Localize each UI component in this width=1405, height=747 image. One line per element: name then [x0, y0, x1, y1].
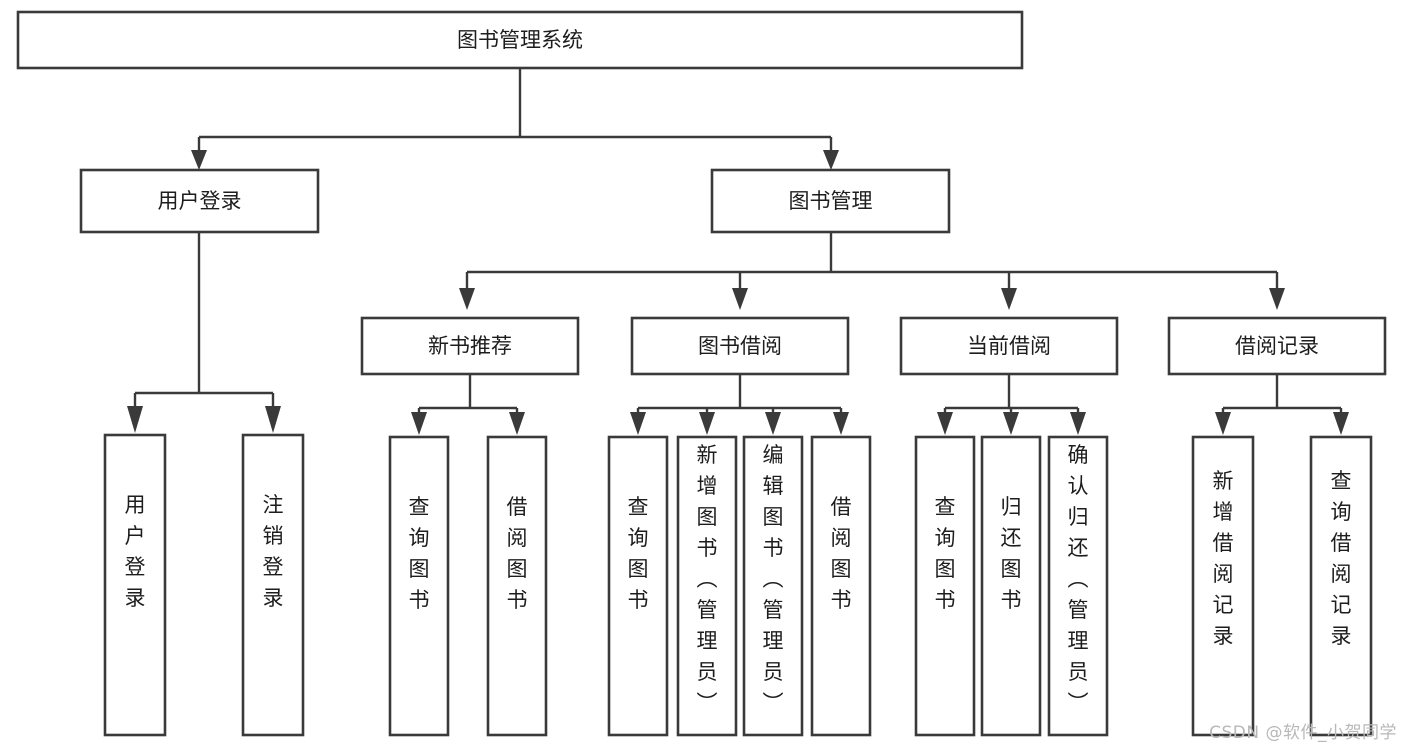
arrow-leaf-query-record: [1333, 412, 1349, 435]
arrow-to-book-borrow: [732, 288, 748, 310]
node-new-book-recommend[interactable]: 新书推荐: [360, 316, 580, 376]
leaf-query-borrow-record-label: 查询借阅记录: [1331, 469, 1352, 648]
arrow-to-user-login: [191, 150, 207, 170]
leaf-confirm-return-admin[interactable]: 确认归还︵管理员︶: [1047, 435, 1109, 737]
leaf-query-book-recommend-label: 查询图书: [409, 495, 430, 612]
node-borrow-record-box[interactable]: [1167, 316, 1387, 376]
leaf-user-login[interactable]: 用户登录: [103, 433, 167, 737]
arrow-leaf-borrow-book-2: [833, 412, 849, 435]
arrow-leaf-user-login: [127, 406, 143, 433]
leaf-borrow-book-borrow[interactable]: 借阅图书: [810, 435, 872, 737]
leaf-borrow-book-recommend-label: 借阅图书: [507, 495, 528, 612]
leaf-query-book-current-label: 查询图书: [935, 495, 956, 612]
node-book-borrow[interactable]: 图书借阅: [630, 316, 850, 376]
connector-group: [127, 68, 1349, 435]
node-new-book-recommend-box[interactable]: [360, 316, 580, 376]
leaf-add-book-admin-label: 新增图书︵管理员︶: [697, 443, 718, 715]
leaf-edit-book-admin[interactable]: 编辑图书︵管理员︶: [742, 435, 804, 737]
arrow-leaf-return-book: [1003, 412, 1019, 435]
node-root-system[interactable]: 图书管理系统: [16, 10, 1024, 70]
leaf-query-book-recommend[interactable]: 查询图书: [388, 435, 450, 737]
arrow-leaf-query-book-1: [411, 412, 427, 435]
node-current-borrow-label: 当前借阅: [967, 334, 1051, 358]
leaf-confirm-return-admin-box[interactable]: [1047, 435, 1109, 737]
leaf-add-borrow-record-label: 新增借阅记录: [1213, 469, 1234, 648]
node-book-manage-label: 图书管理: [789, 189, 873, 213]
leaf-query-book-current-box[interactable]: [914, 435, 976, 737]
arrow-leaf-query-book-2: [630, 412, 646, 435]
arrow-to-new-book: [459, 288, 475, 310]
arrow-leaf-borrow-book-1: [509, 412, 525, 435]
leaf-logout-label: 注销登录: [263, 493, 284, 610]
leaf-borrow-book-recommend[interactable]: 借阅图书: [486, 435, 548, 737]
leaf-add-book-admin-box[interactable]: [676, 435, 738, 737]
arrow-leaf-add-record: [1215, 412, 1231, 435]
leaf-return-book[interactable]: 归还图书: [980, 435, 1042, 737]
node-new-book-recommend-label: 新书推荐: [428, 334, 512, 358]
leaf-add-borrow-record-box[interactable]: [1191, 435, 1255, 737]
leaf-query-book-borrow[interactable]: 查询图书: [607, 435, 669, 737]
leaf-user-login-box[interactable]: [103, 433, 167, 737]
leaf-logout-box[interactable]: [241, 433, 305, 737]
node-book-manage[interactable]: 图书管理: [710, 168, 951, 234]
arrow-leaf-edit-book: [765, 412, 781, 435]
leaf-add-book-admin[interactable]: 新增图书︵管理员︶: [676, 435, 738, 737]
leaf-edit-book-admin-box[interactable]: [742, 435, 804, 737]
node-user-login-label: 用户登录: [158, 189, 242, 213]
leaf-add-borrow-record[interactable]: 新增借阅记录: [1191, 435, 1255, 737]
node-book-borrow-label: 图书借阅: [698, 334, 782, 358]
node-book-borrow-box[interactable]: [630, 316, 850, 376]
arrow-to-current-borrow: [1001, 288, 1017, 310]
node-user-login[interactable]: 用户登录: [79, 168, 320, 234]
leaf-edit-book-admin-label: 编辑图书︵管理员︶: [763, 443, 784, 715]
arrow-leaf-logout: [265, 406, 281, 433]
node-root-system-box[interactable]: [16, 10, 1024, 70]
arrow-leaf-add-book: [699, 412, 715, 435]
arrow-leaf-confirm-return: [1070, 412, 1086, 435]
leaf-logout[interactable]: 注销登录: [241, 433, 305, 737]
arrow-to-book-manage: [823, 150, 839, 170]
arrow-to-borrow-record: [1269, 288, 1285, 310]
node-book-manage-box[interactable]: [710, 168, 951, 234]
node-root-system-label: 图书管理系统: [457, 28, 583, 52]
leaf-query-borrow-record-box[interactable]: [1309, 435, 1373, 737]
leaf-confirm-return-admin-label: 确认归还︵管理员︶: [1068, 443, 1089, 715]
leaf-borrow-book-recommend-box[interactable]: [486, 435, 548, 737]
leaf-query-book-borrow-box[interactable]: [607, 435, 669, 737]
leaf-query-book-current[interactable]: 查询图书: [914, 435, 976, 737]
leaf-return-book-label: 归还图书: [1001, 495, 1022, 612]
node-current-borrow-box[interactable]: [899, 316, 1119, 376]
csdn-watermark: CSDN @软件_小贺同学: [1209, 723, 1397, 743]
leaf-borrow-book-borrow-label: 借阅图书: [831, 495, 852, 612]
leaf-query-book-recommend-box[interactable]: [388, 435, 450, 737]
arrow-leaf-query-book-3: [937, 412, 953, 435]
leaf-query-book-borrow-label: 查询图书: [628, 495, 649, 612]
node-borrow-record[interactable]: 借阅记录: [1167, 316, 1387, 376]
leaf-query-borrow-record[interactable]: 查询借阅记录: [1309, 435, 1373, 737]
node-user-login-box[interactable]: [79, 168, 320, 234]
node-borrow-record-label: 借阅记录: [1235, 334, 1319, 358]
leaf-return-book-box[interactable]: [980, 435, 1042, 737]
leaf-borrow-book-borrow-box[interactable]: [810, 435, 872, 737]
node-current-borrow[interactable]: 当前借阅: [899, 316, 1119, 376]
leaf-user-login-label: 用户登录: [125, 493, 146, 610]
